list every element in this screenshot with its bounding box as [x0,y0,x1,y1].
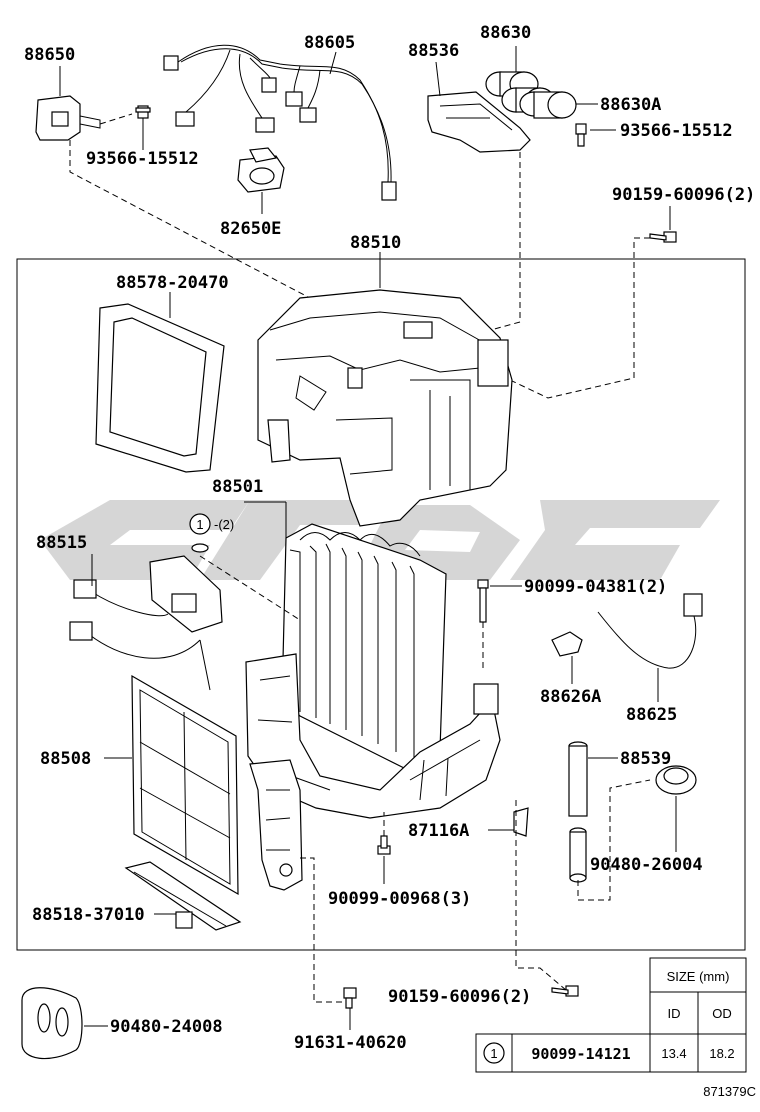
label-88510: 88510 [350,233,401,253]
size-table-col-od: OD [712,1006,732,1021]
label-88625: 88625 [626,705,677,725]
part-88510-upper-case [257,252,513,527]
label-88578: 88578-20470 [116,273,229,293]
part-88515-expansion-valve [69,554,223,691]
label-88536: 88536 [408,41,459,61]
leader-88536 [475,152,521,335]
part-88539-drain-hose [568,741,651,901]
part-93566-bolt-a [99,105,151,150]
label-90099-04381: 90099-04381(2) [524,577,667,597]
part-88625-sensor [597,593,703,702]
label-82650E: 82650E [220,219,281,239]
leader-91631 [300,857,342,1003]
label-88630A: 88630A [600,95,661,115]
part-90480-24008-grommet [21,987,108,1060]
size-table-id-value: 13.4 [661,1046,686,1061]
part-88518-panel [124,861,242,931]
diagram-id: 871379C [703,1084,756,1099]
part-88578-packing [95,292,225,473]
part-90159-bolt-b [551,985,579,997]
label-93566-a: 93566-15512 [86,149,199,169]
label-88501: 88501 [212,477,263,497]
part-88536-bracket [427,61,531,153]
size-table-part-no: 90099-14121 [531,1045,630,1063]
label-88630: 88630 [480,23,531,43]
part-91631-bolt [343,987,357,1030]
label-88518: 88518-37010 [32,905,145,925]
label-90480-24008: 90480-24008 [110,1017,223,1037]
size-table-od-value: 18.2 [709,1046,734,1061]
size-table: SIZE (mm) ID OD 1 90099-14121 13.4 18.2 [475,957,747,1073]
label-87116A: 87116A [408,821,469,841]
label-88650: 88650 [24,45,75,65]
part-93566-bolt-b [575,123,616,147]
part-90099-00968-screw [377,812,391,884]
leader-90159-top [509,237,650,399]
label-88605: 88605 [304,33,355,53]
label-88626A: 88626A [540,687,601,707]
part-88650-connector [35,66,101,141]
label-90480-26004: 90480-26004 [590,855,703,875]
label-90159-a: 90159-60096(2) [612,185,755,205]
ref-circle-1-number: 1 [196,517,203,532]
label-88508: 88508 [40,749,91,769]
part-82650E-relay [237,147,285,214]
label-90159-b: 90159-60096(2) [388,987,531,1007]
part-90159-bolt-a [649,206,677,243]
label-88515: 88515 [36,533,87,553]
part-lower-case [245,653,501,891]
label-90099-00968: 90099-00968(3) [328,889,471,909]
label-93566-b: 93566-15512 [620,121,733,141]
size-table-ref: 1 [490,1046,497,1061]
part-88605-wire-harness [163,44,397,201]
label-88539: 88539 [620,749,671,769]
part-90480-26004-grommet [655,765,697,852]
label-91631: 91631-40620 [294,1033,407,1053]
ref-circle-1: 1 -(2) [189,513,301,621]
size-table-col-id: ID [668,1006,681,1021]
part-87116A-clip [488,807,529,837]
part-88626A-clip [551,631,583,684]
part-90099-04381-bolt [477,579,522,668]
part-88508-filter [104,674,239,896]
assembly-frame [16,258,746,951]
ref-circle-1-qty: -(2) [214,517,234,532]
size-table-title: SIZE (mm) [667,969,730,984]
leader-90159-bottom [515,800,567,991]
leader-88650 [69,140,311,299]
part-88630A-resistor [519,91,598,119]
